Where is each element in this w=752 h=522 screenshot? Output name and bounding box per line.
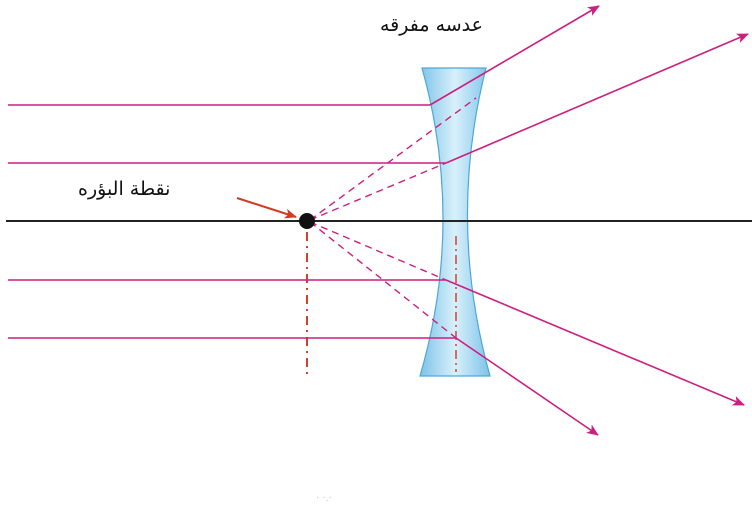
refracted-ray-3 xyxy=(445,279,745,406)
refracted-ray-1 xyxy=(429,5,600,106)
virtual-ray-extensions xyxy=(309,97,477,339)
focal-pointer-arrow xyxy=(236,197,297,219)
focal-point-label: نقطة البؤره xyxy=(78,178,171,200)
incident-rays xyxy=(8,104,456,339)
faint-caption-mark: · ·.· xyxy=(316,493,332,504)
virtual-extension-3 xyxy=(309,221,447,281)
lens-label: عدسه مفرقه xyxy=(380,14,483,36)
refracted-ray-2 xyxy=(445,33,749,164)
virtual-extension-1 xyxy=(309,97,477,221)
focal-point-dot xyxy=(299,213,315,229)
refracted-rays xyxy=(429,5,749,436)
virtual-extension-2 xyxy=(309,162,447,221)
refracted-ray-4 xyxy=(455,337,599,436)
